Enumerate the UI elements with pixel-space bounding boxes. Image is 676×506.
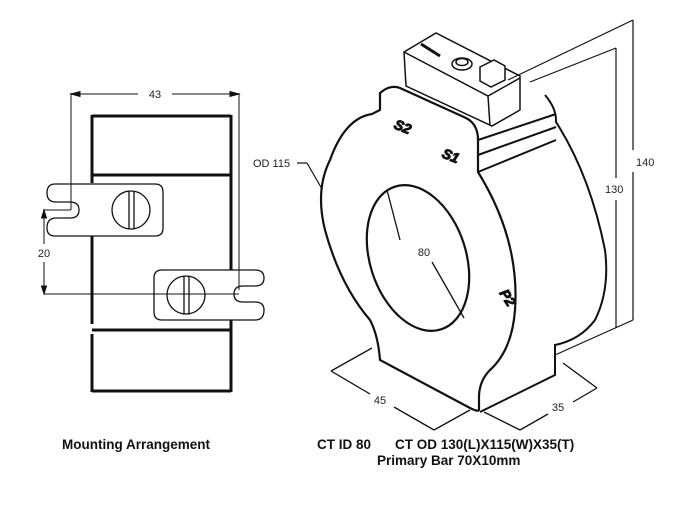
primary-bar-caption: Primary Bar 70X10mm <box>377 453 521 468</box>
mounting-caption: Mounting Arrangement <box>62 437 210 452</box>
screw-icon <box>111 190 151 230</box>
terminal-block <box>403 32 521 127</box>
dimension-width <box>69 90 241 290</box>
dim-depth-left-label: 45 <box>374 395 386 407</box>
dim-od-label: OD 115 <box>253 158 290 170</box>
ct-od-caption: CT OD 130(L)X115(W)X35(T) <box>395 437 575 452</box>
terminal-s1-label: S1 <box>440 145 462 166</box>
ct-isometric-view: S2 S1 P2 80 OD 115 140 130 <box>253 19 654 431</box>
dimension-depth <box>330 347 598 431</box>
dim-depth-right-label: 35 <box>552 402 564 414</box>
mounting-arrangement-view: 43 <box>38 89 265 393</box>
ct-body-back <box>477 94 608 413</box>
screw-icon <box>166 275 206 315</box>
mounting-bracket-lower <box>153 269 265 321</box>
dimension-spacing <box>40 208 239 296</box>
ct-front-face <box>319 85 517 412</box>
dimension-height <box>507 19 634 356</box>
ct-id-caption: CT ID 80 <box>317 437 372 452</box>
dim-spacing-label: 20 <box>38 248 50 260</box>
dim-height-inner-label: 130 <box>605 184 623 196</box>
dim-height-outer-label: 140 <box>636 157 654 169</box>
terminal-s2-label: S2 <box>392 116 414 137</box>
ct-body-side <box>90 114 233 393</box>
dim-width-label: 43 <box>149 89 161 101</box>
dim-id-label: 80 <box>418 247 430 259</box>
od-leader <box>297 162 323 190</box>
ct-window <box>365 184 471 332</box>
mounting-bracket-upper <box>46 183 164 237</box>
